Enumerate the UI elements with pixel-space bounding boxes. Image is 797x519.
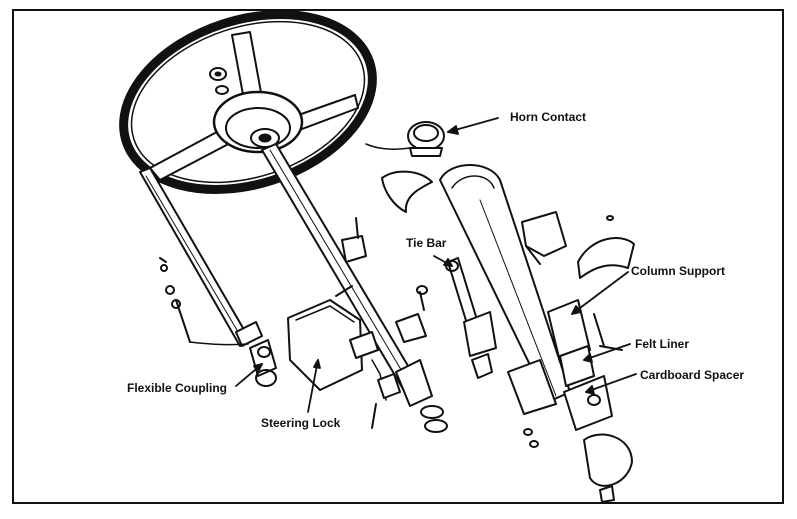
label-column-support: Column Support [631, 264, 725, 278]
tie-bar-part [395, 257, 497, 379]
label-steering-lock: Steering Lock [261, 416, 341, 430]
label-cardboard-spacer: Cardboard Spacer [640, 368, 745, 382]
label-felt-liner: Felt Liner [635, 337, 690, 351]
diagram-frame [12, 9, 784, 504]
label-tie-bar: Tie Bar [406, 236, 447, 250]
label-horn-contact: Horn Contact [510, 110, 586, 124]
column-support-parts [521, 211, 635, 351]
steering-wheel [119, 10, 377, 194]
label-flexible-coupling: Flexible Coupling [127, 381, 228, 395]
outer-shaft [139, 167, 263, 347]
steering-lock-assembly [287, 285, 401, 429]
column-housing [439, 164, 633, 503]
inner-shaft [261, 143, 448, 433]
leader-arrows [235, 117, 637, 413]
horn-contact-parts [365, 121, 445, 213]
